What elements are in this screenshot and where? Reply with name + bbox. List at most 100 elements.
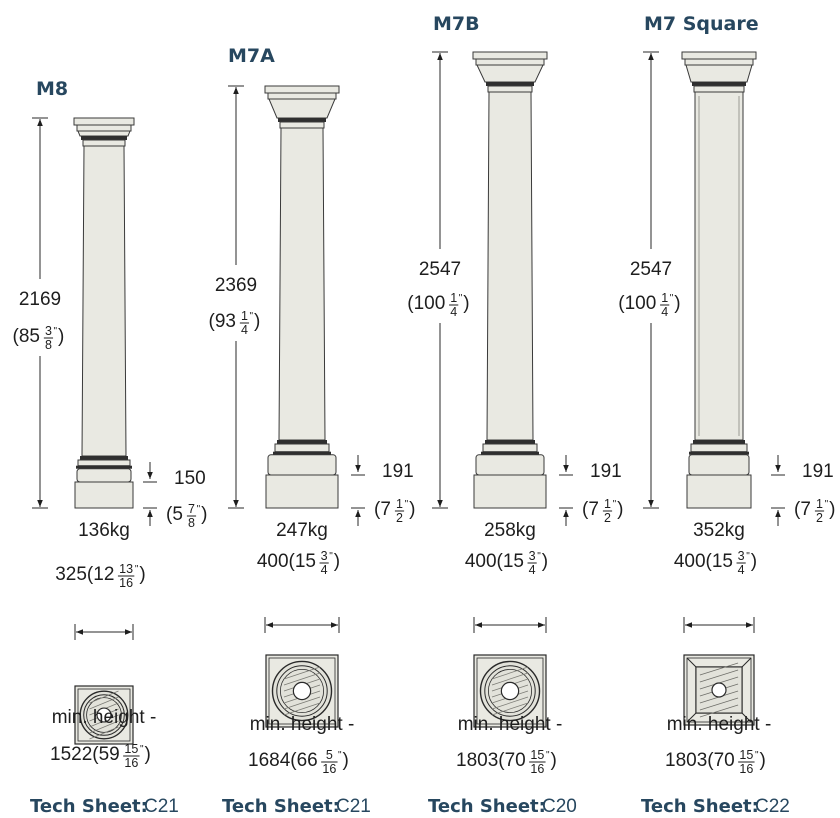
dimension-arrow-icon — [683, 617, 755, 633]
min-height-value-inch: " — [140, 744, 144, 755]
base-in-den: 2 — [396, 511, 403, 525]
min-height-value-num: 15 — [124, 742, 138, 756]
tech-sheet: Tech Sheet:C21 — [222, 796, 371, 817]
width-label-close: ) — [751, 551, 757, 572]
min-height-value-inch: " — [546, 750, 550, 761]
width-label-main: 325(12 — [55, 564, 114, 585]
base-mm: 191 — [590, 461, 622, 482]
base-in-main: (5 — [166, 504, 183, 525]
tech-sheet-code: C21 — [336, 796, 371, 817]
tech-sheet-label: Tech Sheet: — [428, 796, 546, 817]
height-in-inch: " — [670, 293, 674, 304]
base-in-inch: " — [613, 499, 617, 510]
column-title: M7B — [433, 13, 480, 35]
base-in-close: ) — [409, 499, 415, 520]
weight-label: 136kg — [78, 520, 130, 541]
height-in-inch: " — [459, 293, 463, 304]
column-plan-icon — [473, 654, 547, 728]
base-in-close: ) — [829, 499, 835, 520]
base-in-main: (7 — [794, 499, 811, 520]
base-in-close: ) — [201, 504, 207, 525]
column-elevation-icon — [264, 85, 340, 509]
base-in-close: ) — [617, 499, 623, 520]
tech-sheet-label: Tech Sheet: — [222, 796, 340, 817]
base-in-inch: " — [197, 504, 201, 515]
base-in-num: 1 — [396, 497, 403, 511]
width-label-den: 4 — [738, 563, 745, 577]
height-mm: 2547 — [630, 259, 672, 280]
min-height-label: min. height - — [667, 714, 772, 735]
base-in-main: (7 — [374, 499, 391, 520]
tech-sheet: Tech Sheet:C21 — [30, 796, 179, 817]
height-mm: 2369 — [215, 275, 257, 296]
tech-sheet-code: C20 — [542, 796, 577, 817]
base-in-den: 2 — [604, 511, 611, 525]
tech-sheet-code: C21 — [144, 796, 179, 817]
min-height-value-close: ) — [551, 750, 557, 771]
min-height-label: min. height - — [250, 714, 355, 735]
column-title: M7 Square — [644, 13, 759, 35]
height-in-main: (85 — [13, 326, 40, 347]
width-label-den: 4 — [321, 563, 328, 577]
tech-sheet: Tech Sheet:C22 — [641, 796, 790, 817]
width-label-main: 400(15 — [674, 551, 733, 572]
height-in-close: ) — [58, 326, 64, 347]
height-in-main: (93 — [209, 311, 236, 332]
dimension-arrow-icon — [74, 624, 134, 640]
tech-sheet-code: C22 — [755, 796, 790, 817]
min-height-value-den: 16 — [530, 762, 544, 776]
base-in-num: 1 — [816, 497, 823, 511]
base-in-num: 1 — [604, 497, 611, 511]
min-height-value-close: ) — [145, 744, 151, 765]
width-label-num: 3 — [738, 549, 745, 563]
min-height-value-den: 16 — [739, 762, 753, 776]
height-in-num: 1 — [241, 309, 248, 323]
width-label-close: ) — [334, 551, 340, 572]
base-mm: 150 — [174, 468, 206, 489]
height-in-close: ) — [463, 293, 469, 314]
column-plan-icon — [74, 685, 134, 745]
height-in-num: 3 — [45, 324, 52, 338]
min-height-value-den: 16 — [322, 762, 336, 776]
width-label-num: 3 — [321, 549, 328, 563]
width-label-inch: " — [135, 564, 139, 575]
width-label-num: 3 — [529, 549, 536, 563]
column-title: M7A — [228, 45, 275, 67]
min-height-value-num: 15 — [739, 748, 753, 762]
height-in-main: (100 — [618, 293, 656, 314]
column-elevation-icon — [73, 117, 135, 509]
base-in-den: 8 — [188, 516, 195, 530]
width-label-num: 13 — [119, 562, 133, 576]
base-in-inch: " — [825, 499, 829, 510]
width-label-inch: " — [746, 551, 750, 562]
column-plan-icon — [683, 654, 755, 726]
height-in-den: 8 — [45, 338, 52, 352]
height-in-num: 1 — [661, 291, 668, 305]
width-label-main: 400(15 — [257, 551, 316, 572]
base-in-main: (7 — [582, 499, 599, 520]
min-height-value-main: 1522(59 — [50, 744, 120, 765]
min-height-value-den: 16 — [124, 756, 138, 770]
min-height-label: min. height - — [52, 707, 157, 728]
min-height-value-num: 15 — [530, 748, 544, 762]
height-in-close: ) — [674, 293, 680, 314]
base-in-inch: " — [405, 499, 409, 510]
width-label-inch: " — [329, 551, 333, 562]
base-in-den: 2 — [816, 511, 823, 525]
dimension-arrow-icon — [473, 617, 547, 633]
dimension-arrow-icon — [264, 617, 340, 633]
weight-label: 247kg — [276, 520, 328, 541]
min-height-value-main: 1803(70 — [665, 750, 735, 771]
column-elevation-icon — [472, 51, 548, 509]
min-height-value-inch: " — [755, 750, 759, 761]
height-mm: 2547 — [419, 259, 461, 280]
